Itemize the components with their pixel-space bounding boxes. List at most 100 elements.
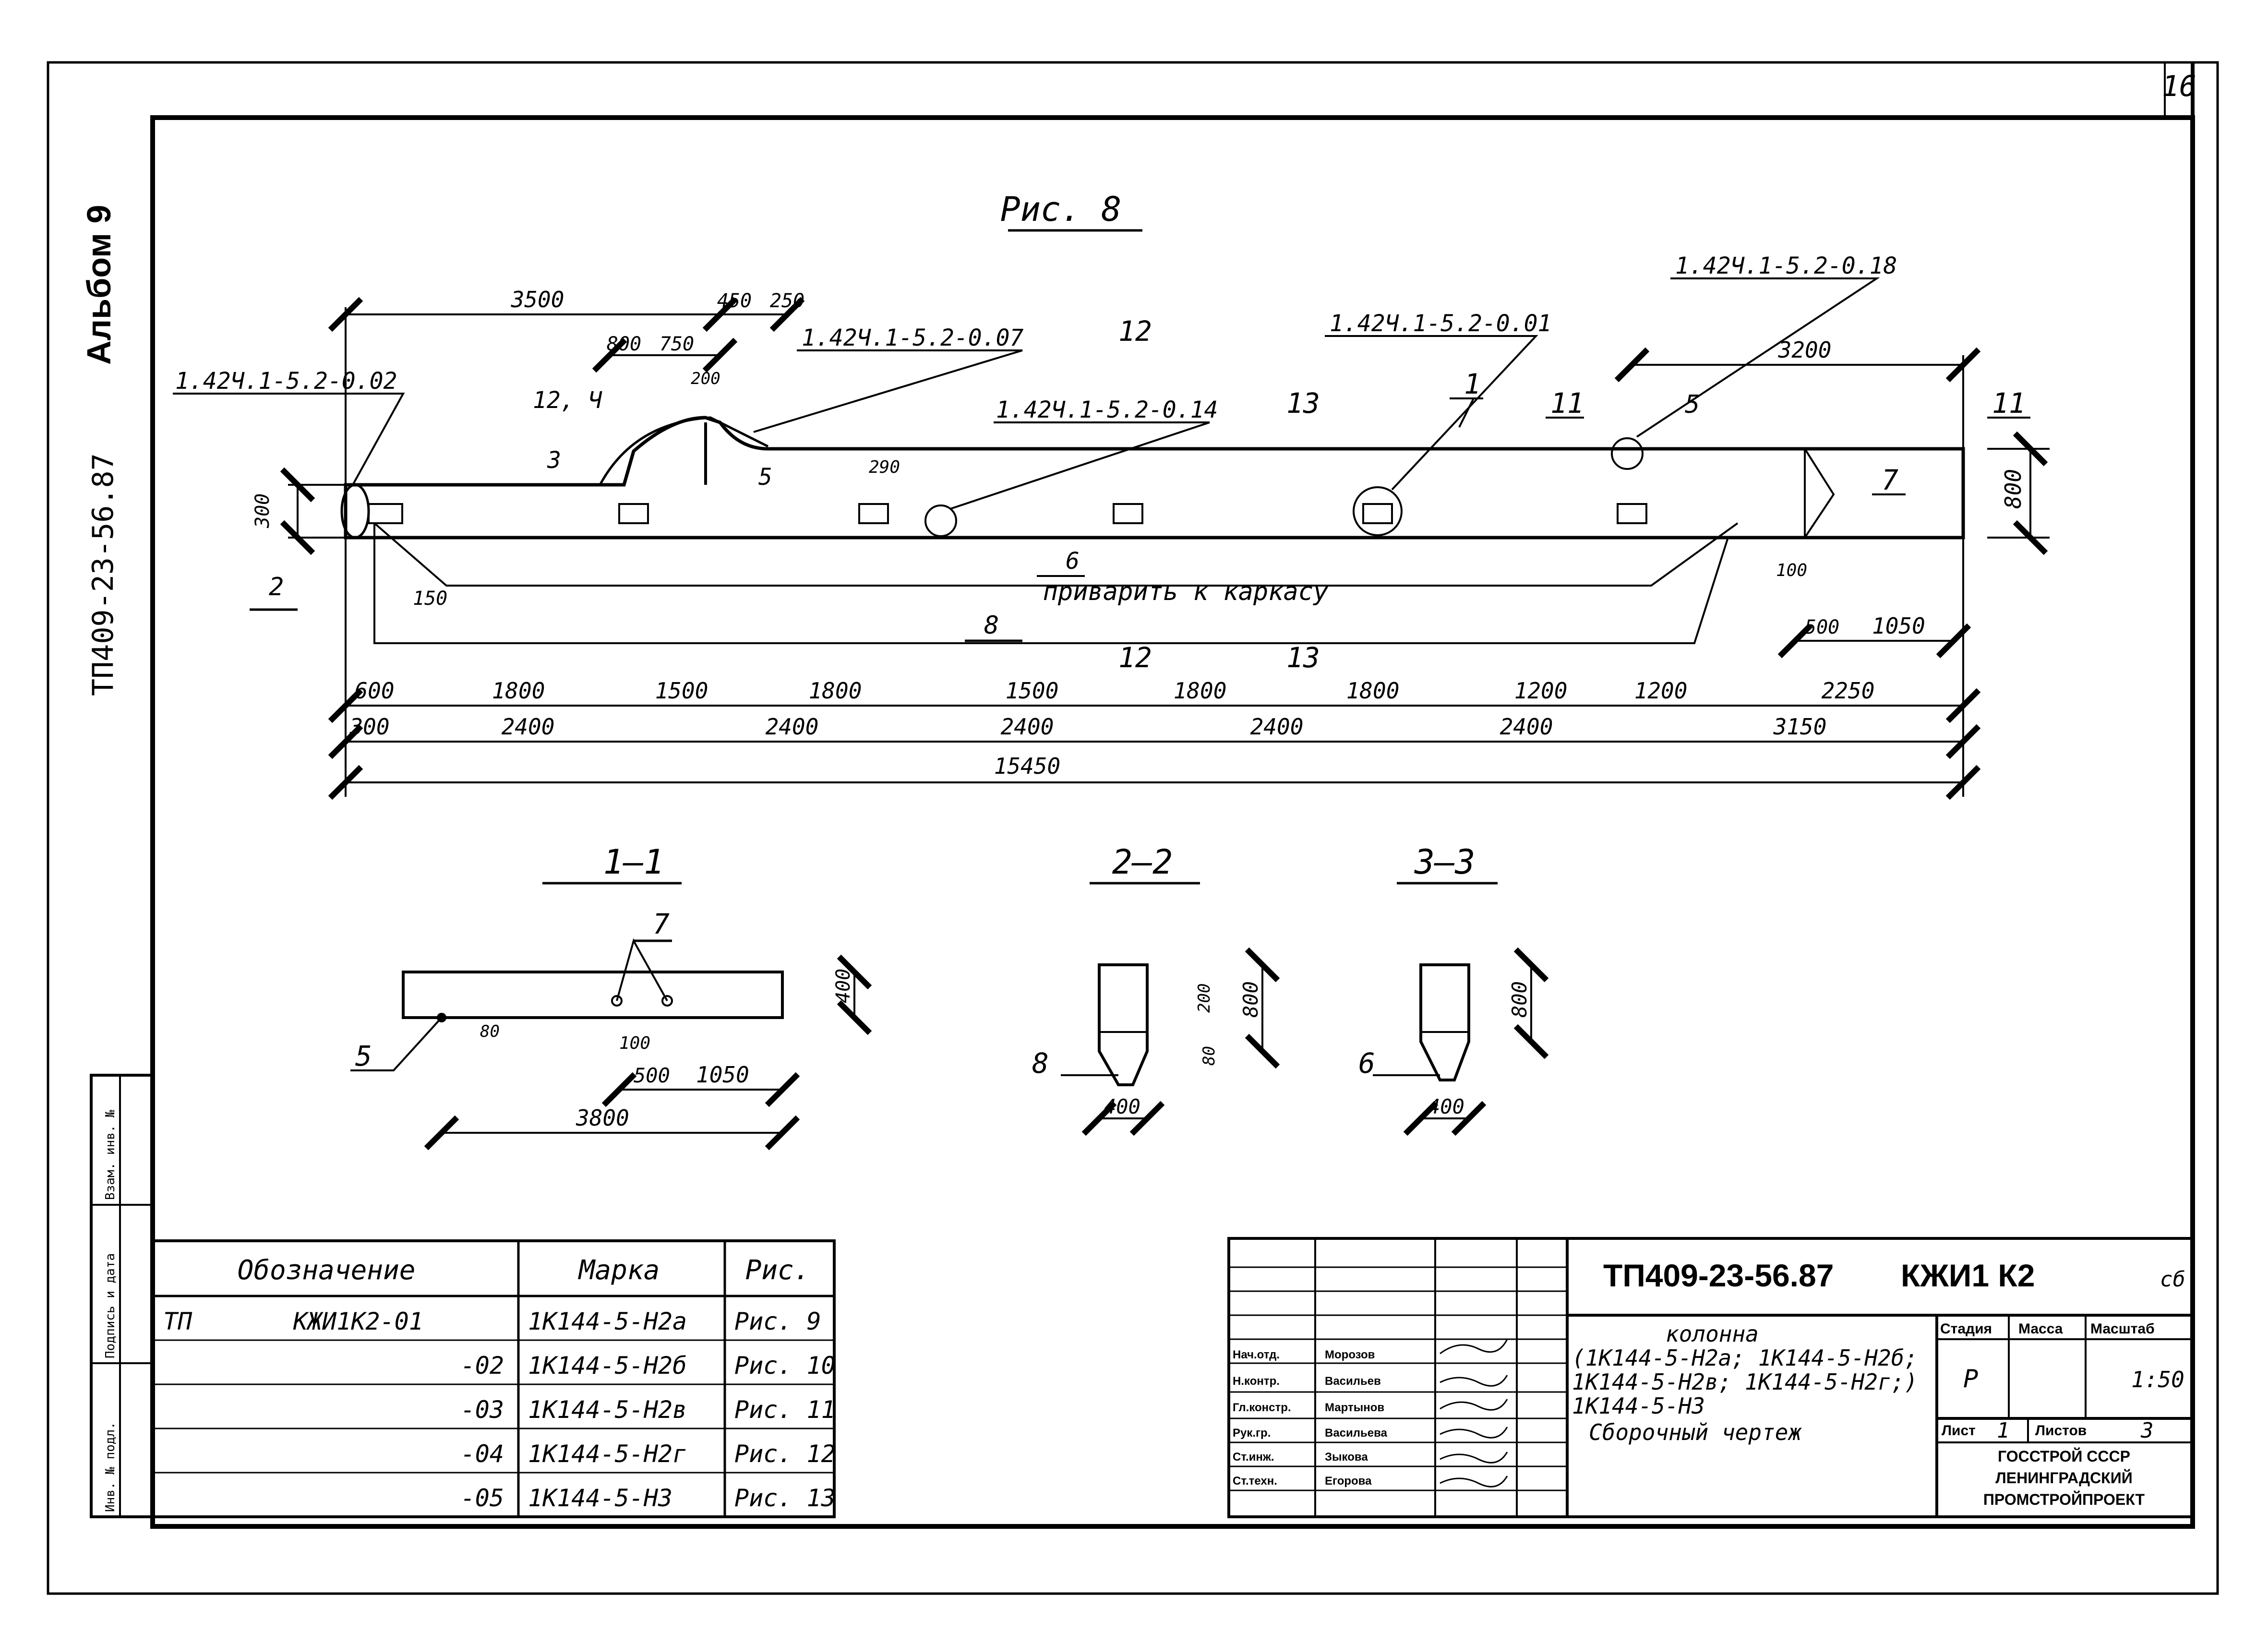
table-row: -03 <box>461 1396 504 1424</box>
svg-text:100: 100 <box>619 1033 650 1053</box>
project-code: ТП409-23-56.87 <box>1603 1258 1834 1293</box>
svg-text:750: 750 <box>660 333 694 355</box>
svg-text:400: 400 <box>1104 1095 1140 1118</box>
svg-text:6: 6 <box>1358 1047 1375 1080</box>
svg-text:Васильев: Васильев <box>1325 1375 1381 1388</box>
svg-text:2—2: 2—2 <box>1112 842 1173 882</box>
svg-text:1050: 1050 <box>696 1062 749 1088</box>
ref-1: 1.42Ч.1-5.2-0.02 <box>175 368 397 395</box>
project-code-vertical: ТП409-23-56.87 <box>86 453 120 696</box>
svg-text:1К144-5-Н2г: 1К144-5-Н2г <box>528 1440 687 1468</box>
svg-text:Н.контр.: Н.контр. <box>1233 1375 1280 1388</box>
side-stamp: Инв. № подл. Подпись и дата Взам. инв. № <box>90 1074 154 1518</box>
table-row: -02 <box>461 1352 504 1380</box>
svg-text:Лист: Лист <box>1942 1423 1976 1439</box>
svg-text:13: 13 <box>1286 387 1320 420</box>
svg-text:2400: 2400 <box>502 714 555 740</box>
svg-text:Морозов: Морозов <box>1325 1348 1375 1361</box>
top-dimensions <box>280 297 2050 555</box>
svg-text:2400: 2400 <box>1500 714 1553 740</box>
svg-text:колонна: колонна <box>1666 1321 1759 1347</box>
svg-text:200: 200 <box>1195 984 1214 1013</box>
ref-5: 1.42Ч.1-5.2-0.18 <box>1675 252 1897 279</box>
svg-text:800: 800 <box>1239 981 1262 1018</box>
svg-text:1К144-5-Н2в; 1К144-5-Н2г;): 1К144-5-Н2в; 1К144-5-Н2г;) <box>1572 1369 1918 1395</box>
svg-text:1К144-5-Н3: 1К144-5-Н3 <box>528 1484 672 1512</box>
svg-text:2: 2 <box>269 573 284 601</box>
ref-4: 1.42Ч.1-5.2-0.01 <box>1330 310 1551 337</box>
svg-text:1050: 1050 <box>1872 613 1925 639</box>
svg-text:1—1: 1—1 <box>603 842 664 882</box>
svg-text:Ст.инж.: Ст.инж. <box>1233 1451 1274 1464</box>
section-3-3: 3—3 6 800 400 <box>1358 842 1549 1136</box>
svg-text:ГОССТРОЙ СССР: ГОССТРОЙ СССР <box>1998 1448 2130 1465</box>
svg-text:Листов: Листов <box>2035 1423 2087 1439</box>
svg-text:800: 800 <box>607 333 641 355</box>
svg-text:Масштаб: Масштаб <box>2090 1321 2155 1337</box>
svg-text:5: 5 <box>355 1040 372 1072</box>
bottom-dimensions <box>328 538 1981 800</box>
svg-text:1К144-5-Н2а: 1К144-5-Н2а <box>528 1308 687 1335</box>
svg-text:1800: 1800 <box>492 678 545 704</box>
sheets: 3 <box>2140 1418 2154 1443</box>
svg-text:200: 200 <box>691 369 720 388</box>
figure-title: Рис. 8 <box>1000 190 1122 229</box>
svg-text:2400: 2400 <box>1001 714 1054 740</box>
svg-text:Сборочный чертеж: Сборочный чертеж <box>1589 1419 1802 1445</box>
svg-text:3800: 3800 <box>576 1105 629 1131</box>
svg-text:Гл.констр.: Гл.констр. <box>1233 1401 1291 1414</box>
svg-text:1: 1 <box>1464 368 1481 400</box>
svg-text:11: 11 <box>1992 387 2026 420</box>
svg-text:80: 80 <box>1200 1046 1219 1066</box>
stage: Р <box>1963 1365 1978 1393</box>
format: сб <box>2160 1267 2185 1292</box>
dims-row2: 300 2400 2400 2400 2400 2400 3150 <box>349 714 1826 740</box>
section-2-2: 2—2 8 800 200 80 400 <box>1032 842 1280 1136</box>
svg-text:800: 800 <box>1508 981 1531 1018</box>
svg-text:150: 150 <box>413 588 447 610</box>
svg-text:Нач.отд.: Нач.отд. <box>1233 1348 1280 1361</box>
corbel <box>599 416 769 486</box>
sheet-number: 16 <box>2162 70 2196 103</box>
column-body <box>344 416 1965 540</box>
svg-text:(1К144-5-Н2а; 1К144-5-Н2б;: (1К144-5-Н2а; 1К144-5-Н2б; <box>1572 1345 1918 1371</box>
svg-text:Мартынов: Мартынов <box>1325 1401 1384 1414</box>
svg-text:Васильева: Васильева <box>1325 1427 1388 1440</box>
svg-text:6: 6 <box>1066 548 1080 575</box>
svg-text:7: 7 <box>653 908 670 940</box>
svg-text:1К144-5-Н2в: 1К144-5-Н2в <box>528 1396 687 1424</box>
svg-text:Рис. 12: Рис. 12 <box>734 1440 836 1468</box>
album-label: Альбом 9 <box>80 205 118 365</box>
svg-text:1500: 1500 <box>655 678 708 704</box>
svg-text:3—3: 3—3 <box>1414 842 1475 882</box>
reference-leaders <box>173 277 1880 510</box>
signatures <box>1440 1339 1508 1488</box>
svg-text:13: 13 <box>1286 641 1320 674</box>
svg-text:12: 12 <box>1118 641 1152 674</box>
svg-text:80: 80 <box>480 1022 500 1041</box>
table-row: -05 <box>461 1484 504 1512</box>
svg-text:8: 8 <box>984 611 999 640</box>
total-length: 15450 <box>994 753 1060 779</box>
section-1-1: 1—1 7 5 400 100 500 1050 3800 80 <box>350 842 872 1151</box>
table-row: ТП КЖИ1К2-01 <box>163 1308 423 1335</box>
svg-text:2250: 2250 <box>1822 678 1875 704</box>
col-mark: Марка <box>578 1255 660 1286</box>
svg-text:300: 300 <box>349 714 389 740</box>
figure-8: Рис. 8 приварить к каркасу <box>173 190 2050 800</box>
scale: 1:50 <box>2131 1367 2184 1392</box>
svg-text:3150: 3150 <box>1773 714 1827 740</box>
svg-text:250: 250 <box>770 290 804 312</box>
svg-text:Рук.гр.: Рук.гр. <box>1233 1427 1271 1440</box>
svg-text:Рис. 11: Рис. 11 <box>734 1396 836 1424</box>
svg-text:1800: 1800 <box>1174 678 1227 704</box>
svg-text:Взам. инв. №: Взам. инв. № <box>103 1110 118 1200</box>
svg-text:Масса: Масса <box>2018 1321 2063 1337</box>
svg-text:500: 500 <box>634 1064 670 1087</box>
svg-text:1К144-5-Н2б: 1К144-5-Н2б <box>528 1352 687 1380</box>
svg-text:1500: 1500 <box>1006 678 1059 704</box>
svg-text:3500: 3500 <box>511 287 564 312</box>
svg-text:Рис. 13: Рис. 13 <box>734 1484 836 1512</box>
svg-text:3: 3 <box>547 447 561 474</box>
